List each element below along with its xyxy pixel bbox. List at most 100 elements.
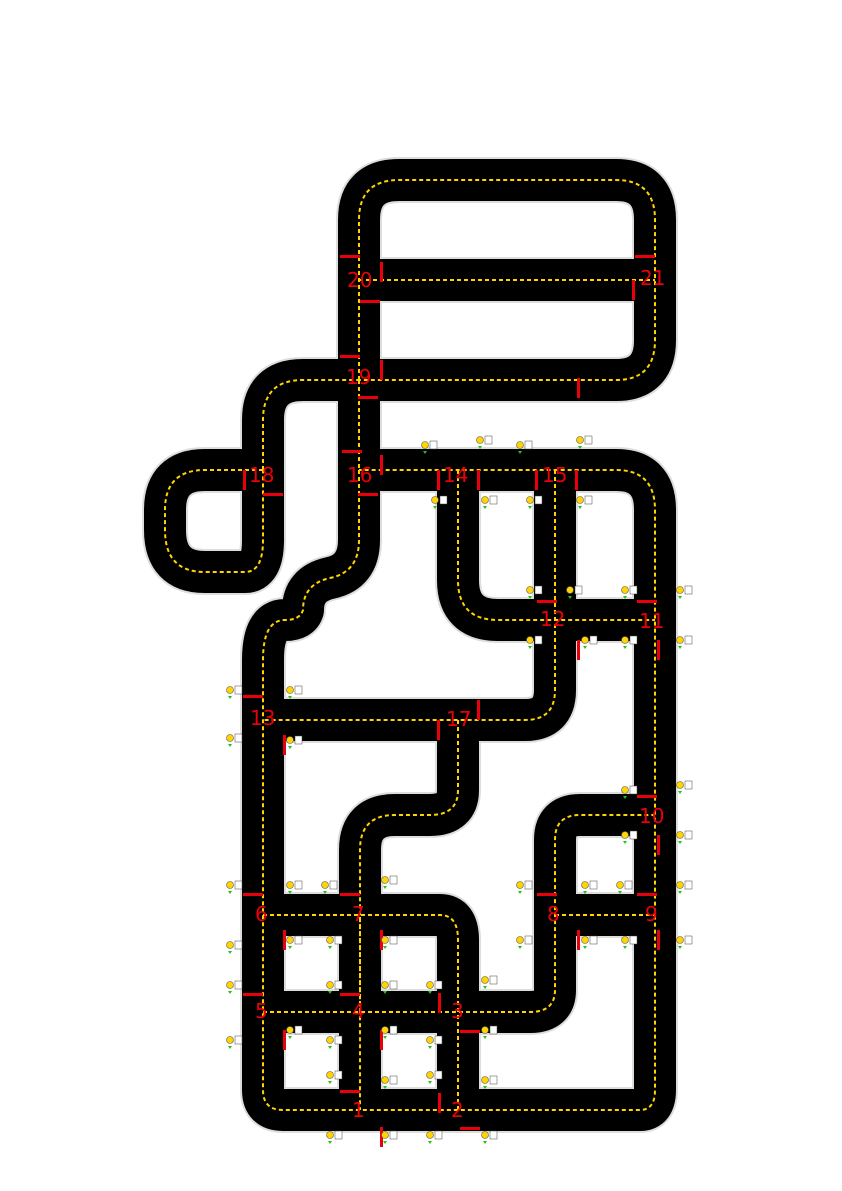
sign-icon-20 (481, 976, 489, 984)
direction-arrow-icon-51 (433, 506, 437, 509)
sign-icon-43 (581, 636, 589, 644)
sign-plate-icon-27 (524, 880, 533, 890)
direction-arrow-icon-26 (483, 1036, 487, 1039)
direction-arrow-icon-0 (328, 1141, 332, 1144)
sign-icon-6 (226, 1036, 234, 1044)
sign-icon-27 (516, 881, 524, 889)
sign-plate-icon-58 (489, 1075, 498, 1085)
stop-line-30 (535, 470, 538, 490)
sign-plate-icon-14 (389, 875, 398, 885)
stop-line-44 (358, 396, 378, 399)
sign-plate-icon-25 (434, 1035, 443, 1045)
sign-plate-icon-23 (334, 1035, 343, 1045)
sign-icon-55 (326, 1071, 334, 1079)
sign-plate-icon-33 (629, 935, 638, 945)
sign-plate-icon-49 (524, 440, 533, 450)
direction-arrow-icon-30 (678, 891, 682, 894)
direction-arrow-icon-47 (423, 451, 427, 454)
direction-arrow-icon-22 (288, 1036, 292, 1039)
sign-plate-icon-46 (574, 585, 583, 595)
sign-icon-30 (676, 881, 684, 889)
direction-arrow-icon-45 (528, 596, 532, 599)
sign-icon-47 (421, 441, 429, 449)
sign-icon-10 (286, 686, 294, 694)
sign-icon-9 (226, 686, 234, 694)
intersection-label-1: 1 (352, 1098, 365, 1122)
sign-icon-7 (226, 881, 234, 889)
stop-line-26 (437, 720, 440, 740)
sign-plate-icon-0 (334, 1130, 343, 1140)
sign-plate-icon-22 (294, 1025, 303, 1035)
sign-icon-35 (676, 831, 684, 839)
sign-plate-icon-34 (684, 935, 693, 945)
direction-arrow-icon-28 (583, 891, 587, 894)
intersection-label-15: 15 (542, 463, 567, 487)
direction-arrow-icon-43 (583, 646, 587, 649)
stop-line-23 (577, 640, 580, 660)
sign-icon-26 (481, 1026, 489, 1034)
direction-arrow-icon-33 (623, 946, 627, 949)
direction-arrow-icon-14 (383, 886, 387, 889)
sign-plate-icon-38 (684, 780, 693, 790)
direction-arrow-icon-10 (288, 696, 292, 699)
stop-line-18 (637, 795, 657, 798)
sign-icon-46 (566, 586, 574, 594)
center-line-7 (263, 470, 556, 721)
sign-plate-icon-3 (489, 1130, 498, 1140)
direction-arrow-icon-48 (478, 446, 482, 449)
direction-arrow-icon-8 (228, 744, 232, 747)
sign-plate-icon-16 (334, 935, 343, 945)
sign-plate-icon-18 (389, 980, 398, 990)
sign-icon-28 (581, 881, 589, 889)
direction-arrow-icon-29 (618, 891, 622, 894)
direction-arrow-icon-4 (228, 951, 232, 954)
intersection-label-4: 4 (352, 999, 365, 1023)
sign-plate-icon-45 (534, 585, 543, 595)
sign-icon-17 (381, 936, 389, 944)
direction-arrow-icon-37 (623, 796, 627, 799)
sign-plate-icon-9 (234, 685, 243, 695)
direction-arrow-icon-44 (528, 646, 532, 649)
sign-plate-icon-30 (684, 880, 693, 890)
direction-arrow-icon-58 (483, 1086, 487, 1089)
sign-plate-icon-50 (584, 435, 593, 445)
sign-icon-32 (581, 936, 589, 944)
stop-line-32 (380, 455, 383, 475)
center-line-6 (457, 470, 655, 621)
center-lines (164, 179, 656, 1111)
stop-line-12 (340, 893, 360, 896)
stop-line-11 (283, 930, 286, 950)
sign-plate-icon-36 (629, 830, 638, 840)
sign-plate-icon-52 (489, 495, 498, 505)
stop-line-42 (360, 300, 380, 303)
sign-icon-57 (426, 1071, 434, 1079)
sign-icon-0 (326, 1131, 334, 1139)
direction-arrow-icon-17 (383, 946, 387, 949)
sign-plate-icon-19 (434, 980, 443, 990)
stop-line-16 (637, 893, 657, 896)
intersection-label-8: 8 (547, 902, 560, 926)
stop-line-33 (358, 493, 378, 496)
sign-icon-24 (381, 1026, 389, 1034)
sign-plate-icon-56 (389, 1075, 398, 1085)
sign-icon-8 (226, 734, 234, 742)
stop-line-17 (657, 930, 660, 950)
intersection-label-3: 3 (451, 999, 464, 1023)
direction-arrow-icon-11 (288, 746, 292, 749)
sign-plate-icon-28 (589, 880, 598, 890)
sign-icon-25 (426, 1036, 434, 1044)
sign-icon-38 (676, 781, 684, 789)
sign-icon-51 (431, 496, 439, 504)
sign-plate-icon-35 (684, 830, 693, 840)
center-line-9 (263, 914, 459, 1110)
sign-icon-34 (676, 936, 684, 944)
sign-plate-icon-7 (234, 880, 243, 890)
sign-plate-icon-4 (234, 940, 243, 950)
direction-arrow-icon-36 (623, 841, 627, 844)
direction-arrow-icon-54 (578, 506, 582, 509)
sign-plate-icon-44 (534, 635, 543, 645)
direction-arrow-icon-49 (518, 451, 522, 454)
stop-line-1 (380, 1127, 383, 1147)
intersection-label-19: 19 (346, 365, 371, 389)
